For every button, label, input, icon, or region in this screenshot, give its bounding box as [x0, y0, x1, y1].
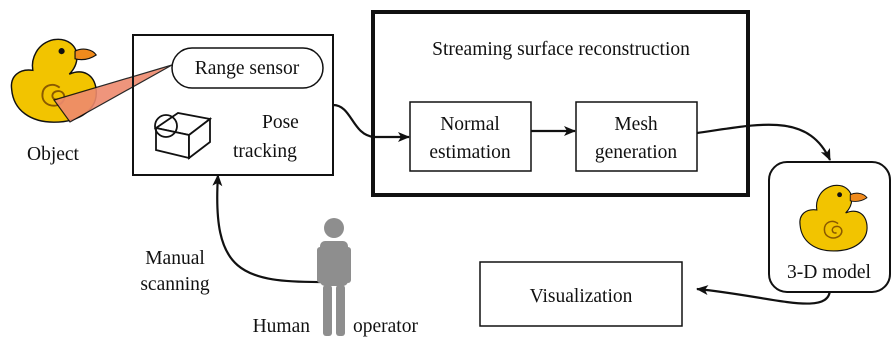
visualization-box	[479, 261, 683, 327]
operator-label-right: operator	[353, 316, 418, 337]
human-operator-icon	[317, 218, 351, 336]
camera-icon	[153, 112, 213, 160]
reconstruction-title: Streaming surface reconstruction	[432, 39, 690, 60]
model-label: 3-D model	[787, 262, 872, 283]
arrow-mesh-to-model	[696, 123, 831, 161]
visualization-label: Visualization	[530, 286, 633, 307]
normal-line1: Normal	[440, 114, 500, 135]
range-sensor-pill	[171, 47, 324, 89]
normal-estimation-box	[409, 101, 532, 172]
object-label: Object	[27, 144, 80, 165]
arrow-operator-to-pose	[212, 174, 328, 284]
arrow-sensor-to-normal	[332, 103, 410, 142]
manual-line2: scanning	[140, 274, 210, 295]
pose-label-line2: tracking	[233, 141, 297, 162]
sensor-beam	[53, 64, 173, 123]
pose-label-line1: Pose	[262, 112, 299, 133]
mesh-generation-box	[575, 101, 698, 172]
reconstruction-box	[371, 10, 750, 197]
range-sensor-label: Range sensor	[195, 58, 300, 79]
mesh-line1: Mesh	[614, 114, 658, 135]
operator-label-left: Human	[253, 316, 311, 337]
normal-line2: estimation	[429, 142, 510, 163]
manual-line1: Manual	[145, 248, 205, 269]
mesh-line2: generation	[595, 142, 678, 163]
arrow-model-to-visualization	[696, 285, 832, 305]
